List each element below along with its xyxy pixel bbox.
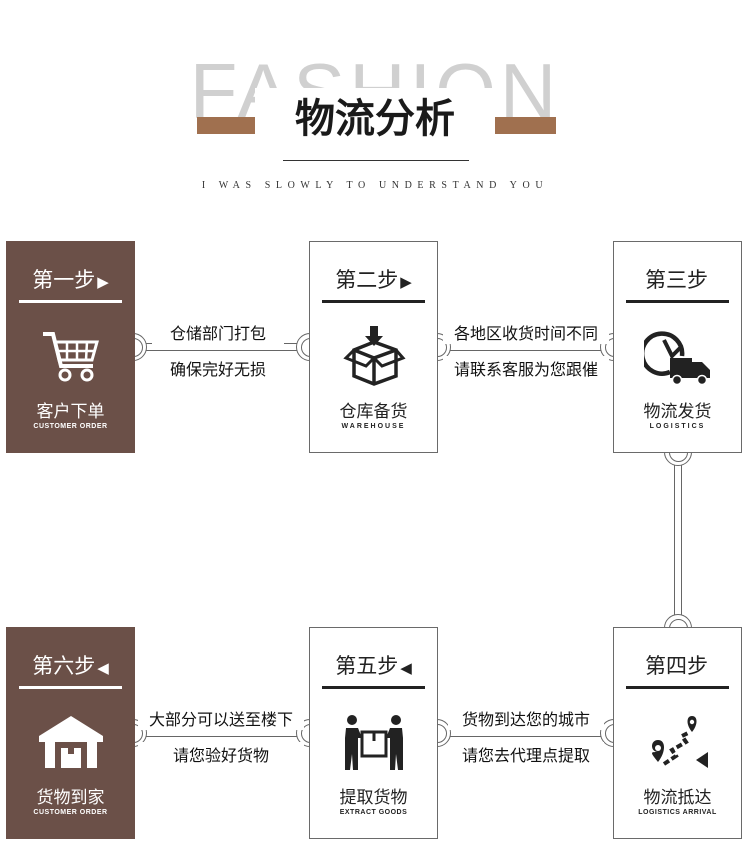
connector-text-2-3-bottom: 请联系客服为您跟催: [443, 356, 609, 380]
connector-line-1-2: [134, 343, 309, 351]
step-name-en: CUSTOMER ORDER: [33, 809, 108, 816]
step-name: 客户下单: [36, 402, 105, 422]
connector-text-5-6-top: 大部分可以送至楼下: [138, 706, 304, 730]
step-card-4: 第四步 物流抵达 LOGISTICS ARRIVAL: [613, 627, 742, 839]
shopping-cart-icon: [43, 332, 99, 382]
step-card-1: 第一步▶ 客户下单 CUSTOMER ORDER: [6, 241, 135, 453]
page-title: 物流分析: [255, 88, 495, 150]
home-garage-icon: [39, 716, 103, 768]
arrow-left-icon: ◀: [400, 659, 412, 677]
step-underline: [322, 300, 425, 303]
step-underline: [322, 686, 425, 689]
accent-bar-left: [197, 117, 259, 134]
arrow-left-icon: ◀: [97, 659, 109, 677]
arrow-right-icon: ▶: [400, 273, 412, 291]
step-underline: [626, 300, 729, 303]
connector-text-1-2-bottom: 确保完好无损: [152, 356, 284, 380]
step-name: 仓库备货: [339, 402, 408, 422]
step-name-en: WAREHOUSE: [341, 423, 406, 430]
people-carrying-box-icon: [345, 715, 403, 770]
connector-text-2-3-top: 各地区收货时间不同: [443, 320, 609, 344]
step-name: 货物到家: [36, 788, 105, 808]
step-underline: [626, 686, 729, 689]
page-subtitle: I WAS SLOWLY TO UNDERSTAND YOU: [201, 180, 549, 191]
connector-line-5-4: [438, 729, 613, 737]
step-label: 第四步: [645, 654, 708, 678]
connector-line-3-4: [674, 452, 682, 628]
step-label: 第二步▶: [335, 268, 412, 292]
connector-text-5-6-bottom: 请您验好货物: [138, 742, 304, 766]
step-name-en: LOGISTICS ARRIVAL: [638, 809, 717, 816]
step-name-en: EXTRACT GOODS: [339, 809, 408, 816]
connector-line-2-3: [438, 343, 613, 351]
title-underline: [283, 160, 469, 161]
map-route-icon: [652, 716, 708, 768]
step-name: 物流抵达: [643, 788, 712, 808]
delivery-truck-icon: [644, 331, 710, 386]
step-card-6: 第六步◀ 货物到家 CUSTOMER ORDER: [6, 627, 135, 839]
connector-text-4-5-bottom: 请您去代理点提取: [448, 742, 604, 766]
step-label: 第三步: [645, 268, 708, 292]
step-underline: [19, 300, 122, 303]
step-name: 提取货物: [339, 788, 408, 808]
package-box-icon: [343, 326, 406, 386]
connector-line-6-5: [134, 729, 309, 737]
step-name-en: CUSTOMER ORDER: [33, 423, 108, 430]
step-label: 第六步◀: [32, 654, 109, 678]
step-name: 物流发货: [643, 402, 712, 422]
step-label: 第一步▶: [32, 268, 109, 292]
step-card-5: 第五步◀ 提取货物 EXTRACT GOODS: [309, 627, 438, 839]
step-card-3: 第三步 物流发货 LOGISTICS: [613, 241, 742, 453]
arrow-right-icon: ▶: [97, 273, 109, 291]
step-card-2: 第二步▶ 仓库备货 WAREHOUSE: [309, 241, 438, 453]
step-name-en: LOGISTICS: [649, 423, 706, 430]
accent-bar-right: [494, 117, 556, 134]
connector-text-4-5-top: 货物到达您的城市: [448, 706, 604, 730]
connector-text-1-2-top: 仓储部门打包: [152, 320, 284, 344]
step-label: 第五步◀: [335, 654, 412, 678]
step-underline: [19, 686, 122, 689]
